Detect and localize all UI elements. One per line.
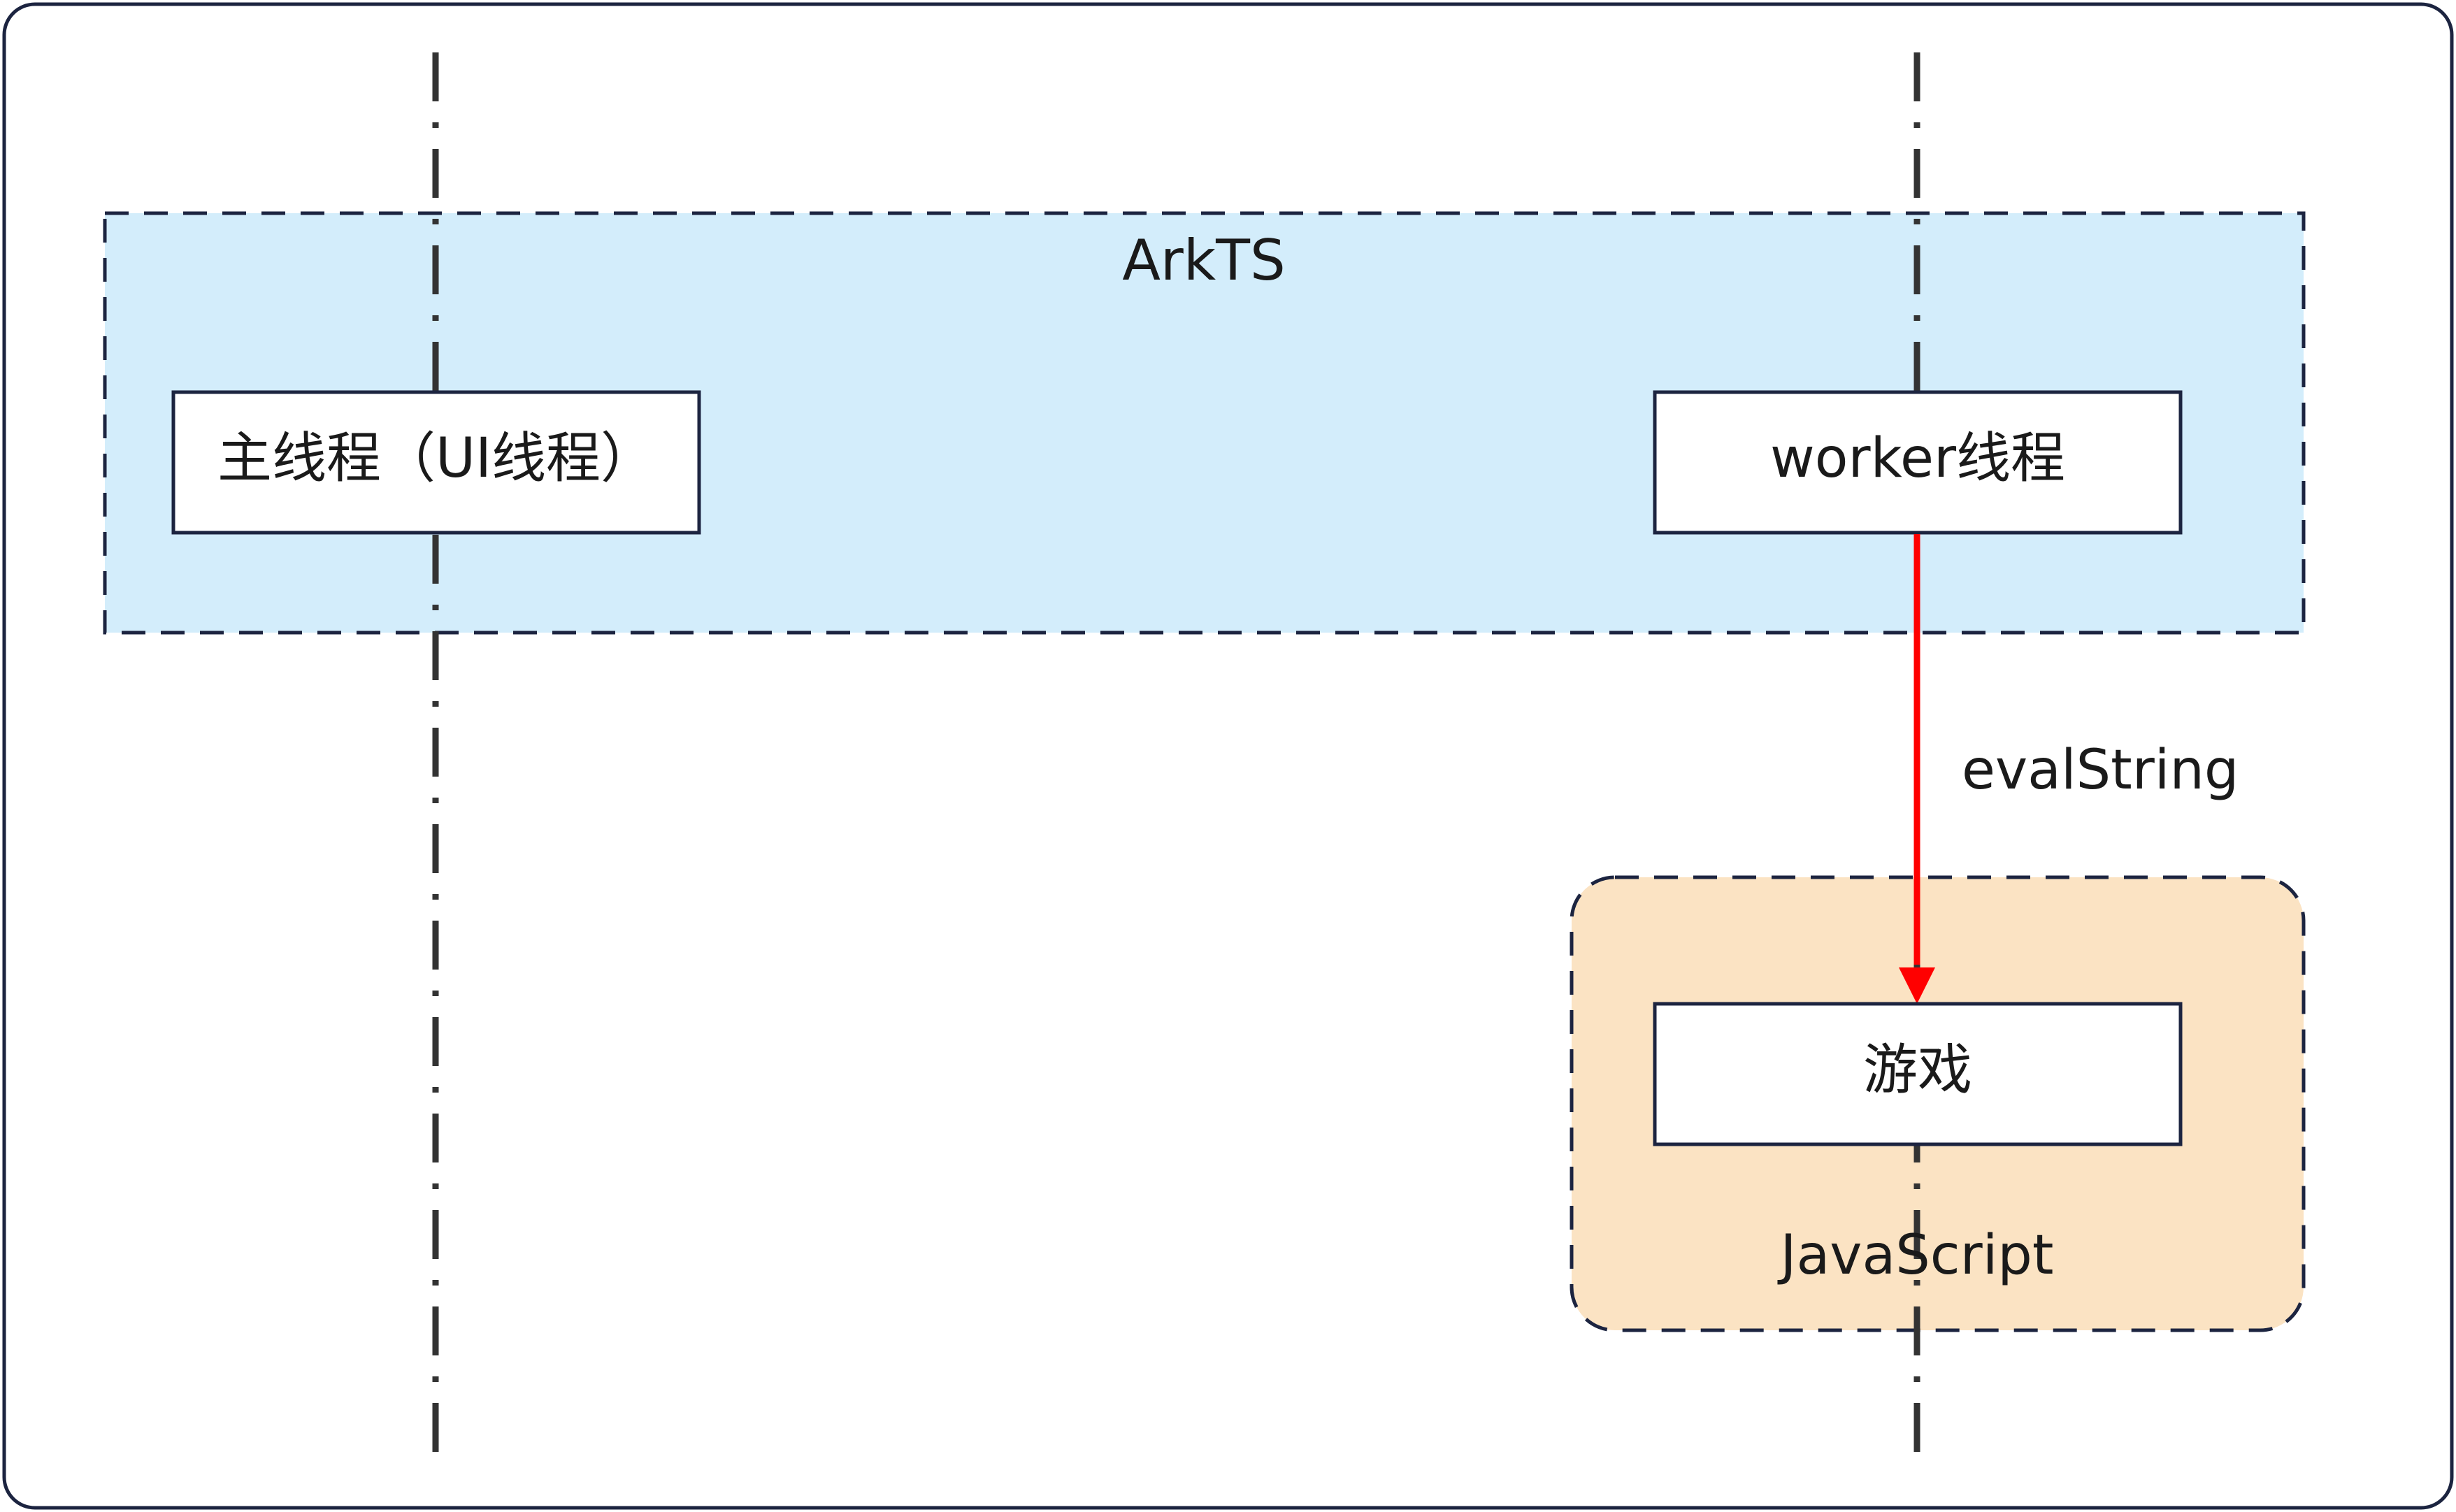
game-box [1653, 1002, 2183, 1146]
arkts-label: ArkTS [1122, 228, 1286, 293]
worker-thread-box [1653, 390, 2183, 535]
game-label: 游戏 [1863, 1039, 1972, 1102]
javascript-label: JavaScript [1777, 1224, 2054, 1287]
main-thread-label: 主线程（UI线程） [217, 427, 655, 490]
worker-thread-label: worker线程 [1770, 427, 2065, 490]
eval-string-label: evalString [1962, 739, 2239, 802]
eval-string-arrowhead [1899, 967, 1935, 1004]
main-thread-box [171, 390, 701, 535]
